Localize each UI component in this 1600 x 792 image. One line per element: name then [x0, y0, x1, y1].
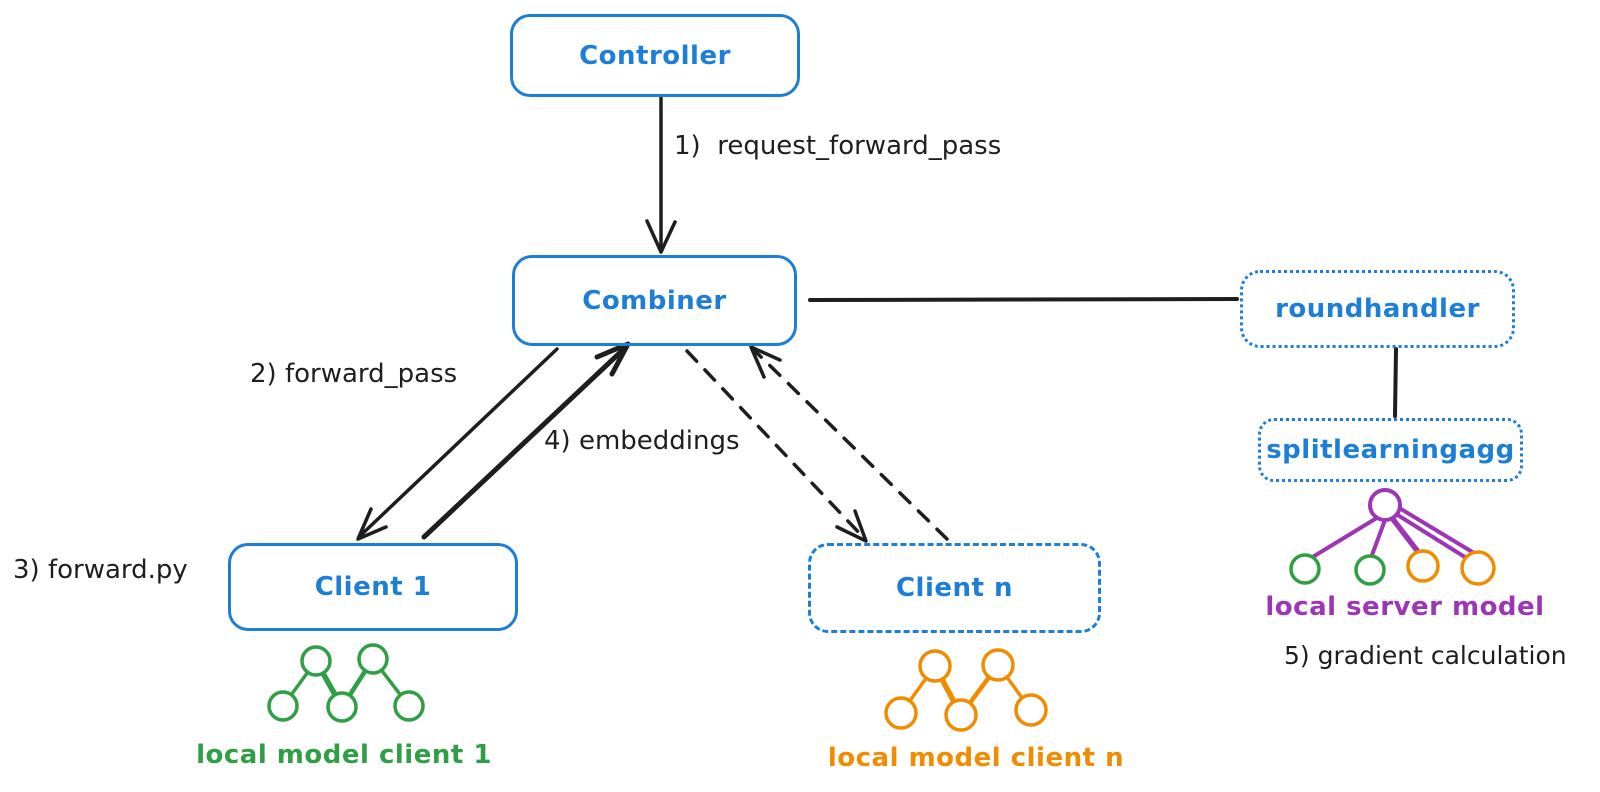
node-roundhandler-label: roundhandler [1275, 294, 1480, 324]
network-node [884, 696, 918, 730]
caption-local-model-clientn: local model client n [827, 743, 1125, 773]
network-node [326, 691, 358, 723]
network-node [1354, 554, 1386, 586]
annotation-step4-embeddings: 4) embeddings [544, 426, 740, 456]
node-combiner-label: Combiner [582, 285, 727, 316]
arrow-clientn-to-combiner-dashed [749, 345, 949, 541]
connector-roundhandler-splitlearningagg [1393, 347, 1398, 418]
network-node [1014, 693, 1048, 727]
network-node [393, 690, 425, 722]
node-controller: Controller [510, 14, 800, 97]
network-node [300, 645, 332, 677]
node-clientn: Client n [808, 543, 1101, 633]
network-node [267, 690, 299, 722]
arrow-request-forward-pass [645, 96, 677, 254]
node-clientn-label: Client n [895, 573, 1014, 603]
network-node [918, 649, 952, 683]
node-client1: Client 1 [228, 543, 518, 631]
node-controller-label: Controller [579, 40, 731, 71]
network-node [944, 698, 978, 732]
caption-local-model-client1: local model client 1 [196, 740, 492, 770]
node-splitlearningagg-label: splitlearningagg [1266, 435, 1515, 465]
network-node [1406, 549, 1440, 583]
network-node [1368, 488, 1402, 522]
annotation-step5-gradient-calculation: 5) gradient calculation [1284, 641, 1567, 670]
network-node [357, 643, 389, 675]
network-node [981, 648, 1015, 682]
network-node [1460, 550, 1496, 586]
connector-combiner-roundhandler [808, 297, 1239, 302]
annotation-step3-forward-py: 3) forward.py [13, 555, 188, 585]
node-combiner: Combiner [512, 255, 797, 346]
node-roundhandler: roundhandler [1240, 270, 1515, 348]
network-local-server-model [1289, 488, 1496, 586]
network-local-model-client1 [267, 643, 425, 723]
node-splitlearningagg: splitlearningagg [1258, 418, 1523, 482]
annotation-step2-forward-pass: 2) forward_pass [250, 359, 458, 389]
network-node [1289, 553, 1321, 585]
arrow-forward-pass [356, 347, 559, 541]
annotation-step1-request-forward-pass: 1) request_forward_pass [674, 131, 1002, 161]
node-client1-label: Client 1 [314, 572, 432, 602]
arrow-combiner-to-clientn-dashed [685, 349, 868, 543]
caption-local-server-model: local server model [1265, 592, 1545, 622]
network-local-model-clientn [884, 648, 1048, 732]
